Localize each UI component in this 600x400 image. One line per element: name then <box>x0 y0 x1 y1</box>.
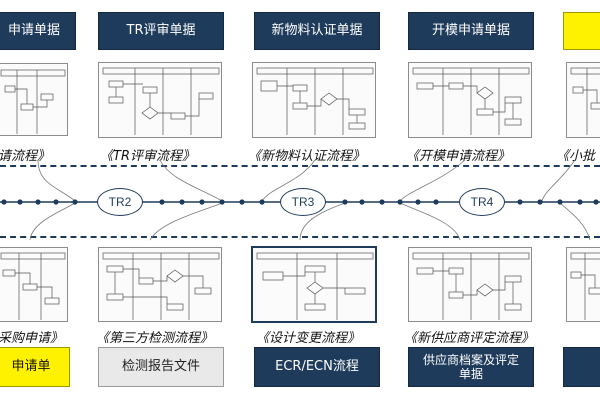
top-caption-5: 《小批 <box>556 149 596 164</box>
bottom-card-title-2: 检测报告文件 <box>98 347 224 387</box>
top-flowchart-thumb-1 <box>0 63 68 136</box>
connector-curve <box>559 202 591 241</box>
timeline-dot <box>397 199 403 205</box>
top-flowchart-thumb-5 <box>566 62 600 138</box>
connector-curve <box>261 159 316 202</box>
bottom-caption-3: 《设计变更流程》 <box>256 331 361 346</box>
milestone-node-tr3: TR3 <box>280 188 326 216</box>
bottom-card-title-5 <box>563 347 600 387</box>
bottom-flowchart-thumb-5 <box>566 247 600 322</box>
connector-curve <box>399 202 461 241</box>
top-flowchart-thumb-3 <box>252 62 376 138</box>
timeline-dot <box>379 199 385 205</box>
timeline-dot <box>593 199 599 205</box>
timeline-dot <box>179 199 185 205</box>
bottom-flowchart-thumb-3 <box>251 246 377 323</box>
timeline-dot <box>239 199 245 205</box>
timeline-dot <box>219 199 225 205</box>
connector-curve <box>37 159 76 202</box>
connector-curve <box>541 159 576 202</box>
connector-curve <box>299 202 346 241</box>
timeline-dot <box>577 199 583 205</box>
top-card-title-4: 开模申请单据 <box>408 12 534 50</box>
bottom-caption-1: 采购申请》 <box>0 331 64 346</box>
top-caption-4: 《开模申请流程》 <box>406 149 511 164</box>
bottom-caption-2: 《第三方检测流程》 <box>96 331 214 346</box>
top-caption-1: 请流程》 <box>0 149 51 164</box>
top-caption-2: 《TR评审流程》 <box>100 149 195 164</box>
timeline-dot <box>517 199 523 205</box>
top-caption-3: 《新物料认证流程》 <box>248 149 366 164</box>
bottom-card-title-4: 供应商档案及评定 单据 <box>408 347 534 387</box>
timeline-dot <box>433 199 439 205</box>
bottom-flowchart-thumb-4 <box>408 247 532 322</box>
timeline-dot <box>72 199 78 205</box>
timeline-dot <box>17 199 23 205</box>
timeline-dot <box>199 199 205 205</box>
timeline-dot <box>537 199 543 205</box>
bottom-card-title-3: ECR/ECN流程 <box>254 347 380 387</box>
connector-curve <box>399 159 466 202</box>
timeline-dot <box>1 199 7 205</box>
timeline-dot <box>53 199 59 205</box>
connector-curve <box>159 159 223 202</box>
timeline-dot <box>557 199 563 205</box>
timeline-dot <box>159 199 165 205</box>
bottom-card-title-1: 申请单 <box>0 347 70 387</box>
timeline-dot <box>415 199 421 205</box>
top-flowchart-thumb-2 <box>98 62 222 138</box>
milestone-node-tr4: TR4 <box>459 188 505 216</box>
bottom-flowchart-thumb-1 <box>0 247 68 322</box>
bottom-caption-4: 《新供应商评定流程》 <box>404 331 535 346</box>
timeline-dot <box>359 199 365 205</box>
timeline-dot <box>342 199 348 205</box>
connector-curve <box>149 202 223 241</box>
connector-curve <box>29 202 76 241</box>
top-card-title-5 <box>563 12 600 50</box>
top-card-title-3: 新物料认证单据 <box>254 12 380 50</box>
timeline-dot <box>259 199 265 205</box>
bottom-flowchart-thumb-2 <box>98 247 222 322</box>
upper-dashed-band <box>0 165 600 167</box>
top-flowchart-thumb-4 <box>408 62 532 138</box>
top-card-title-1: 申请单据 <box>0 12 76 50</box>
timeline-dot <box>35 199 41 205</box>
milestone-node-tr2: TR2 <box>97 188 143 216</box>
top-card-title-2: TR评审单据 <box>98 12 224 50</box>
